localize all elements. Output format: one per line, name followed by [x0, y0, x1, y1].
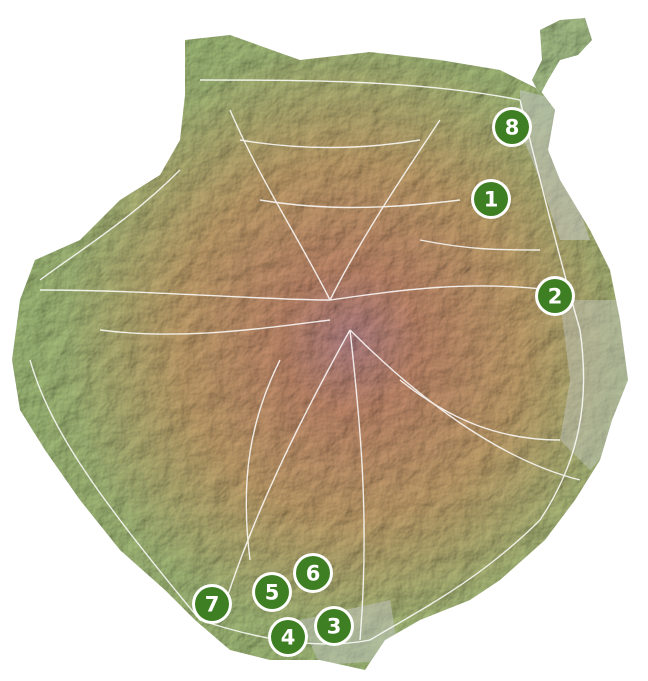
marker-label: 1: [484, 188, 499, 212]
marker-dot: [255, 575, 289, 609]
location-marker-8[interactable]: 8: [492, 107, 532, 147]
northeast-peninsula: [532, 18, 592, 95]
marker-label: 3: [327, 615, 342, 639]
marker-label: 2: [548, 285, 563, 309]
marker-dot: [474, 182, 508, 216]
road-network: [29, 79, 585, 645]
marker-dot: [317, 609, 351, 643]
marker-dot: [538, 279, 572, 313]
marker-label: 8: [505, 116, 520, 140]
marker-label: 5: [265, 581, 280, 605]
location-marker-5[interactable]: 5: [252, 572, 292, 612]
marker-dot: [495, 110, 529, 144]
location-marker-7[interactable]: 7: [192, 584, 232, 624]
marker-dot: [271, 620, 305, 654]
urban-east: [560, 300, 628, 470]
location-marker-4[interactable]: 4: [268, 617, 308, 657]
location-marker-2[interactable]: 2: [535, 276, 575, 316]
marker-label: 4: [281, 626, 296, 650]
location-marker-1[interactable]: 1: [471, 179, 511, 219]
location-markers: 1 2 3 45 6 7 8: [192, 107, 575, 657]
location-marker-3[interactable]: 3: [314, 606, 354, 646]
marker-label: 7: [205, 593, 220, 617]
marker-dot: [195, 587, 229, 621]
location-marker-6[interactable]: 6: [293, 553, 333, 593]
marker-dot: [296, 556, 330, 590]
marker-label: 6: [306, 562, 321, 586]
